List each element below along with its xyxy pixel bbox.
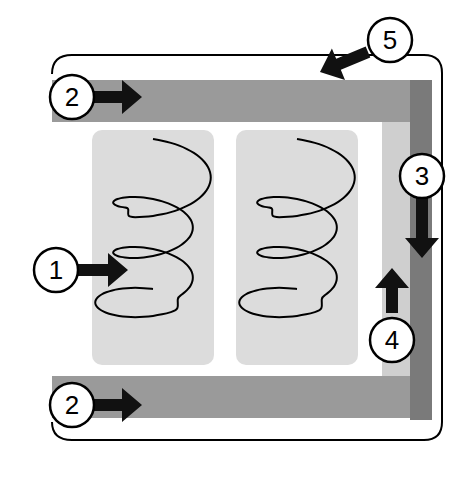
coil-winding [95,139,211,317]
core-yoke-top [52,80,410,122]
callout-circle [400,154,444,198]
callout-circle [34,248,78,292]
coil-windings [95,139,355,317]
flow-arrow [94,388,142,422]
callout-circle [50,383,94,427]
flow-arrow [78,253,128,287]
callout-circle [370,318,414,362]
flow-arrow [94,80,142,114]
flow-arrow [375,268,409,313]
flow-arrows [78,47,439,423]
flow-arrow [320,47,370,81]
callout-number: 3 [415,163,429,189]
flow-arrow [405,198,439,258]
callout-number: 2 [65,392,79,418]
housing-outline [52,55,442,440]
callout-circles [34,18,444,427]
coil-cylinder [236,130,358,365]
callout-number: 2 [65,84,79,110]
callout-number: 4 [385,327,399,353]
callout-number: 1 [49,257,63,283]
callout-circle [50,75,94,119]
coil-cylinder [92,130,214,365]
coil-winding [239,139,355,317]
callout-number: 5 [383,27,397,53]
core-yoke-bottom [52,376,410,418]
callout-circle [368,18,412,62]
